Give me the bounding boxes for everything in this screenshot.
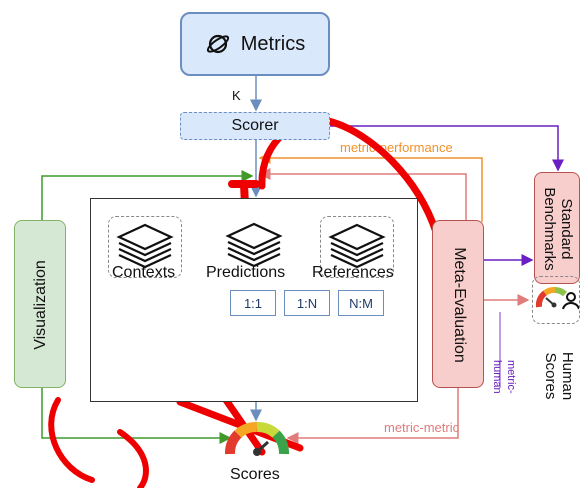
ratio-1-1-label: 1:1 [243,295,263,311]
predictions-stack-icon [225,222,283,268]
metric-metric-label: metric-metric [384,420,460,435]
metrics-label: Metrics [240,32,306,55]
ratio-1-n-label: 1:N [296,295,318,311]
human-gauge-icon [535,287,580,310]
k-label: K [232,88,241,103]
human-scores-icon-frame [532,276,580,324]
scores-gauge-icon [225,422,289,456]
metric-human-label-1: metric- [505,360,517,394]
visualization-to-scores-arrow [41,388,232,444]
human-scores-label: Human Scores [542,351,576,401]
scores-label: Scores [230,466,280,483]
metrics-box[interactable]: Metrics [180,12,330,76]
metric-performance-arrow [258,152,483,222]
references-label: References [312,264,394,281]
red-scribble-arc [258,116,440,236]
ratio-1-1-button[interactable]: 1:1 [230,290,276,316]
meta-evaluation-label: Meta-Evaluation [451,247,468,363]
meta-evaluation-box[interactable]: Meta-Evaluation [432,220,484,388]
predictions-label: Predictions [206,264,286,281]
contexts-icon-frame [108,216,182,278]
planet-icon [206,34,229,54]
scorer-label: Scorer [231,117,279,134]
stack-icon [116,223,174,269]
ratio-n-m-button[interactable]: N:M [338,290,384,316]
meta-feedback-arrow [258,168,467,220]
standard-benchmarks-label: Standard Benchmarks [541,187,575,271]
stack-icon [328,223,386,269]
contexts-label: Contexts [112,264,176,281]
scorer-box[interactable]: Scorer [180,112,330,140]
metric-performance-label: metric-performance [340,140,453,155]
metric-human-label-2: human [491,360,503,394]
standard-benchmarks-box[interactable]: Standard Benchmarks [534,172,580,284]
scorer-to-benchmarks-arrow [330,125,564,172]
metric-metric-arrow [286,388,459,444]
red-scribble-curve [48,397,149,488]
ratio-1-n-button[interactable]: 1:N [284,290,330,316]
visualization-to-scorer-arrow [41,170,254,220]
references-icon-frame [320,216,394,278]
ratio-n-m-label: N:M [349,295,373,311]
visualization-box[interactable]: Visualization [14,220,66,388]
visualization-label: Visualization [32,260,49,350]
